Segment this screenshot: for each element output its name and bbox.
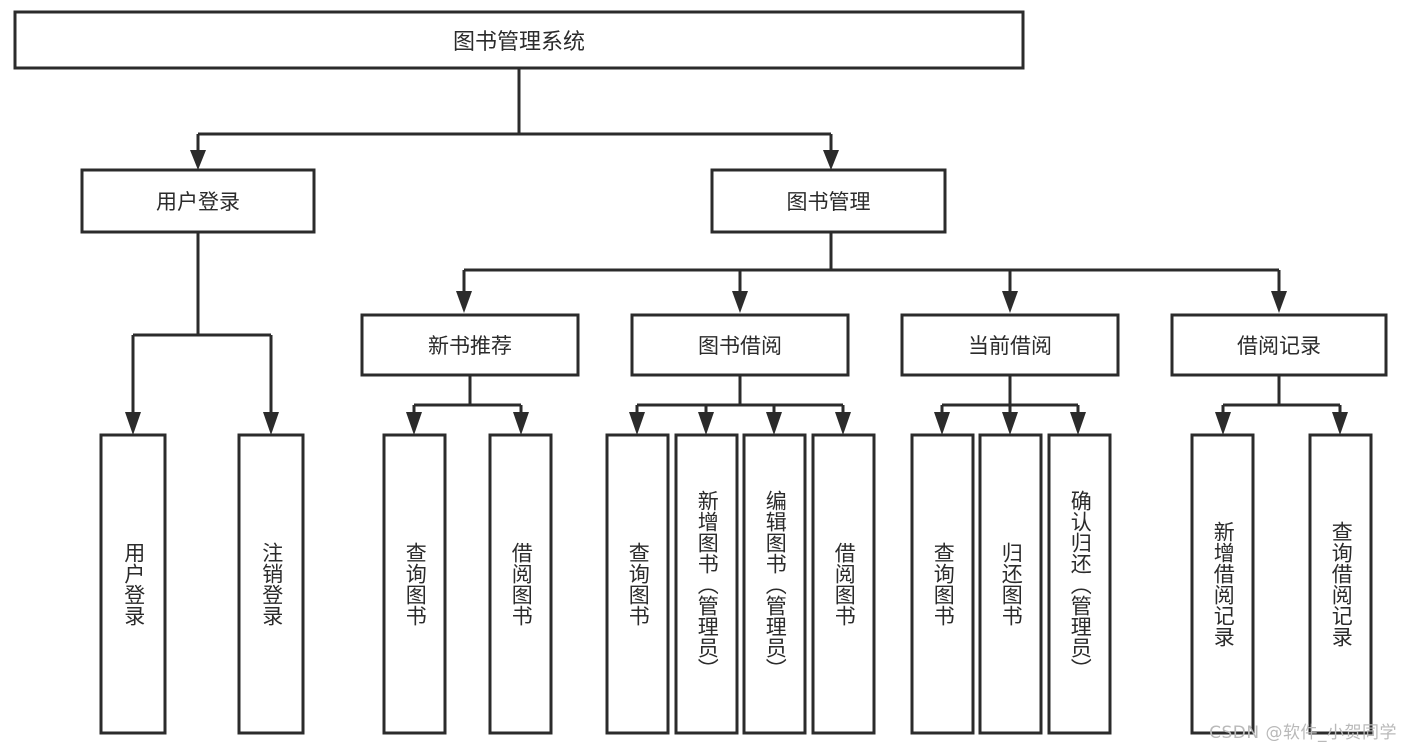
arrow-nb-query-book <box>406 412 422 435</box>
node-box-leaf-bb-borrow[interactable] <box>811 433 876 735</box>
node-box-leaf-user-login[interactable] <box>99 433 167 735</box>
node-box-leaf-cb-confirm[interactable] <box>1047 433 1112 735</box>
node-box-leaf-logout[interactable] <box>237 433 305 735</box>
connector-group-root <box>190 68 839 170</box>
node-box-leaf-bb-query[interactable] <box>605 433 670 735</box>
node-box-leaf-cb-query[interactable] <box>910 433 975 735</box>
arrow-cb-return-book <box>1002 412 1018 435</box>
node-box-new-book-rec[interactable] <box>360 313 580 377</box>
arrow-leaf-logout <box>263 412 279 435</box>
node-box-user-login[interactable] <box>80 168 316 234</box>
node-box-leaf-nb-borrow[interactable] <box>488 433 553 735</box>
arrow-bb-add-book <box>698 412 714 435</box>
arrow-bm-to-record <box>1271 291 1287 313</box>
node-box-root[interactable] <box>13 10 1025 70</box>
node-box-leaf-nb-query[interactable] <box>382 433 447 735</box>
node-box-leaf-bb-edit[interactable] <box>742 433 807 735</box>
connector-group-current-borrow <box>934 375 1086 435</box>
node-box-book-manage[interactable] <box>710 168 947 234</box>
node-box-current-borrow[interactable] <box>900 313 1120 377</box>
connector-group-book-borrow <box>629 375 851 435</box>
arrow-bb-borrow-book <box>835 412 851 435</box>
connector-group-user-login <box>125 232 279 435</box>
arrow-root-to-user-login <box>190 150 206 170</box>
arrow-cb-confirm-return <box>1070 412 1086 435</box>
connector-group-book-manage <box>456 232 1287 313</box>
arrow-leaf-user-login <box>125 412 141 435</box>
arrow-bm-to-current <box>1002 291 1018 313</box>
arrow-br-query-record <box>1332 412 1348 435</box>
connector-group-new-book <box>406 375 529 435</box>
node-box-leaf-br-query[interactable] <box>1308 433 1373 735</box>
arrow-bb-query-book <box>629 412 645 435</box>
node-box-leaf-bb-add[interactable] <box>674 433 739 735</box>
node-box-leaf-cb-return[interactable] <box>978 433 1043 735</box>
arrow-bb-edit-book <box>766 412 782 435</box>
arrow-cb-query-book <box>934 412 950 435</box>
arrow-br-add-record <box>1215 412 1231 435</box>
node-box-leaf-br-add[interactable] <box>1190 433 1255 735</box>
arrow-nb-borrow-book <box>513 412 529 435</box>
node-box-book-borrow[interactable] <box>630 313 850 377</box>
arrow-root-to-book-manage <box>823 150 839 170</box>
connector-group-borrow-record <box>1215 375 1348 435</box>
arrow-bm-to-borrow <box>732 291 748 313</box>
arrow-bm-to-new-book <box>456 291 472 313</box>
node-box-borrow-record[interactable] <box>1170 313 1388 377</box>
